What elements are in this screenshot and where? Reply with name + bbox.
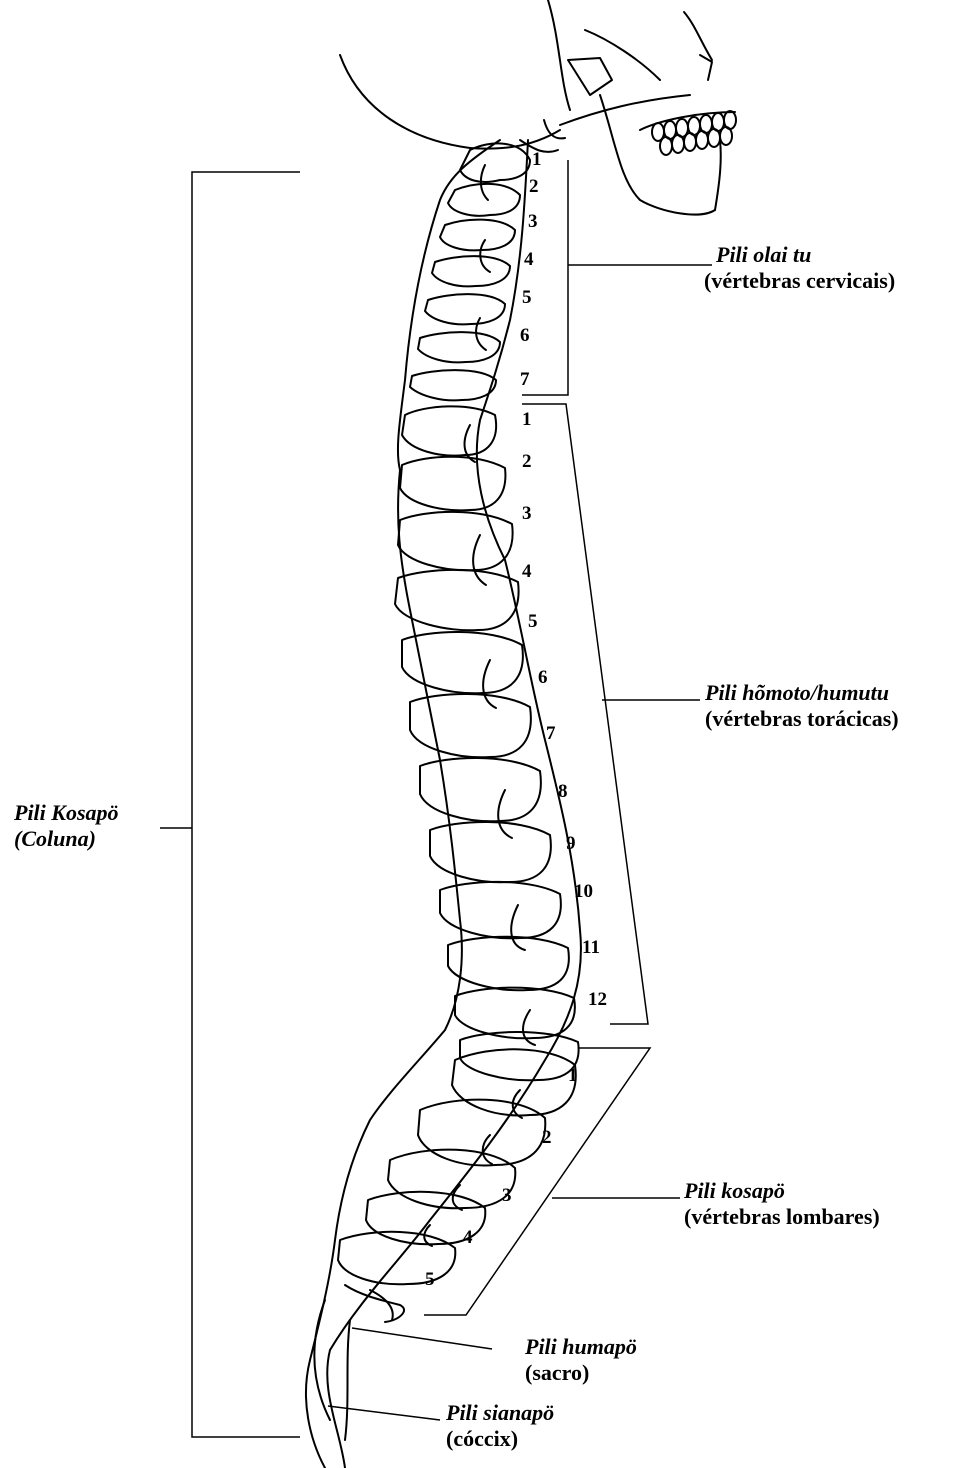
thoracic-number: 2 (522, 452, 532, 472)
thoracic-number: 4 (522, 562, 532, 582)
cervical-label: Pili olai tu (vértebras cervicais) (716, 242, 895, 294)
column-bracket (160, 172, 300, 1437)
teeth (652, 111, 736, 155)
cervical-number: 3 (528, 212, 538, 232)
cervical-number: 6 (520, 326, 530, 346)
lumbar-label-translation: (vértebras lombares) (684, 1204, 880, 1230)
cervical-number: 7 (520, 370, 530, 390)
thoracic-label-name: Pili hõmoto/humutu (705, 680, 899, 706)
cervical-bracket (522, 160, 712, 395)
cervical-number: 4 (524, 250, 534, 270)
cervical-vertebrae (410, 143, 530, 400)
cervical-number: 2 (529, 177, 539, 197)
lumbar-number: 3 (502, 1186, 512, 1206)
thoracic-number: 11 (582, 938, 600, 958)
sacrum-leader (352, 1328, 492, 1349)
lumbar-number: 1 (568, 1066, 578, 1086)
thoracic-number: 10 (574, 882, 593, 902)
cervical-label-translation: (vértebras cervicais) (704, 268, 895, 294)
thoracic-number: 5 (528, 612, 538, 632)
thoracic-number: 9 (566, 834, 576, 854)
thoracic-number: 1 (522, 410, 532, 430)
coccyx-label: Pili sianapö (cóccix) (446, 1400, 554, 1452)
thoracic-label: Pili hõmoto/humutu (vértebras torácicas) (705, 680, 899, 732)
lumbar-label: Pili kosapö (vértebras lombares) (684, 1178, 880, 1230)
coccyx-leader (328, 1406, 440, 1420)
lumbar-number: 5 (425, 1270, 435, 1290)
thoracic-number: 8 (558, 782, 568, 802)
lumbar-label-name: Pili kosapö (684, 1178, 880, 1204)
sacrum-label-name: Pili humapö (525, 1334, 637, 1360)
thoracic-label-translation: (vértebras torácicas) (705, 706, 899, 732)
vertebral-column (306, 140, 581, 1468)
column-label: Pili Kosapö (Coluna) (14, 800, 119, 852)
thoracic-number: 7 (546, 724, 556, 744)
column-label-name: Pili Kosapö (14, 800, 119, 826)
sacrum-label: Pili humapö (sacro) (525, 1334, 637, 1386)
coccyx-label-translation: (cóccix) (446, 1426, 554, 1452)
lumbar-number: 4 (463, 1228, 473, 1248)
column-label-translation: (Coluna) (14, 826, 119, 852)
lumbar-bracket (424, 1048, 680, 1315)
cervical-number: 5 (522, 288, 532, 308)
thoracic-number: 6 (538, 668, 548, 688)
thoracic-number: 3 (522, 504, 532, 524)
cervical-label-name: Pili olai tu (716, 242, 895, 268)
lumbar-number: 2 (542, 1128, 552, 1148)
lumbar-vertebrae (338, 1049, 576, 1284)
coccyx-label-name: Pili sianapö (446, 1400, 554, 1426)
thoracic-number: 12 (588, 990, 607, 1010)
sacrum-label-translation: (sacro) (525, 1360, 637, 1386)
cervical-number: 1 (532, 150, 542, 170)
